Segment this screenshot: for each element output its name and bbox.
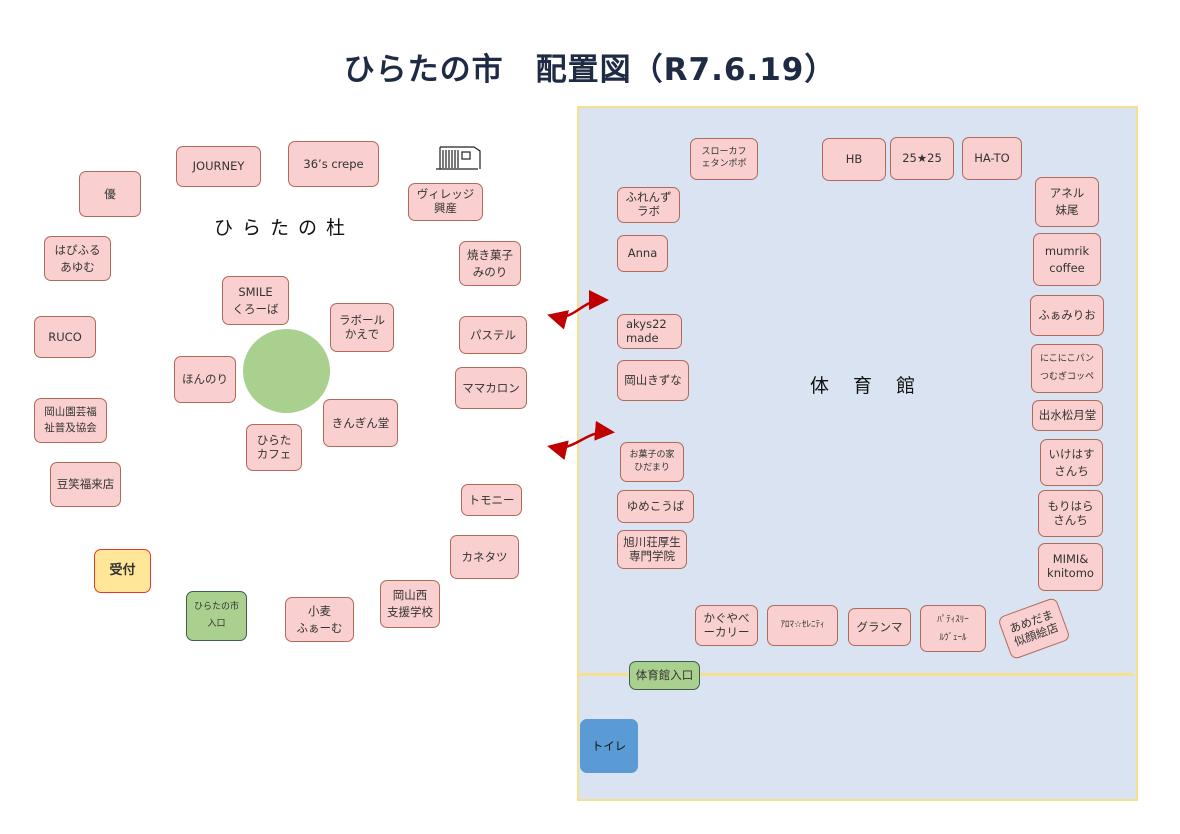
booth-okayama-engei: 岡山園芸福 祉普及協会 — [34, 398, 107, 443]
building-icon — [436, 146, 481, 170]
booth-yakigashi-minori: 焼き菓子 みのり — [459, 241, 521, 286]
booth-kanetatsu: カネタツ — [450, 535, 519, 579]
booth-yu: 優 — [79, 171, 141, 217]
booth-village-kosan: ヴィレッジ 興産 — [408, 183, 483, 221]
booth-kaguya-bakery: かぐやべ ーカリー — [695, 605, 758, 646]
booth-slow-cafe-tanpopo: スローカフ ェタンポポ — [690, 138, 758, 180]
booth-akys22-made: akys22 made — [617, 314, 682, 349]
booth-granma: グランマ — [848, 608, 911, 646]
booth-hb: HB — [822, 138, 886, 181]
booth-hirata-cafe: ひらた カフェ — [246, 424, 302, 471]
booth-yume-kouba: ゆめこうば — [617, 490, 694, 523]
booth-famirio: ふぁみりお — [1030, 295, 1104, 336]
gym-label: 体 育 館 — [810, 375, 925, 397]
booth-mamewarai: 豆笑福来店 — [50, 462, 121, 507]
booth-anna: Anna — [617, 235, 668, 272]
booth-asahigawaso: 旭川荘厚生 専門学院 — [617, 530, 687, 569]
market-entrance: ひらたの市 入口 — [186, 591, 247, 641]
booth-okashi-hidamari: お菓子の家 ひだまり — [620, 442, 684, 482]
booth-okayama-kizuna: 岡山きずな — [617, 360, 689, 401]
booth-happyful-ayumu: はぴふる あゆむ — [44, 236, 111, 281]
booth-25-25: 25★25 — [890, 137, 954, 180]
booth-komugi-farm: 小麦 ふぁーむ — [285, 597, 354, 642]
booth-nikoniko-pan: にこにこパン つむぎコッペ — [1031, 344, 1103, 393]
booth-friends-labo: ふれんず ラボ — [617, 187, 680, 223]
booth-honnori: ほんのり — [174, 356, 236, 403]
connection-arrow-upper — [547, 290, 609, 330]
booth-izumi-shogetsudo: 出水松月堂 — [1032, 400, 1103, 431]
booth-mimi-knitomo: MIMI& knitomo — [1038, 543, 1103, 591]
booth-kingindo: きんぎん堂 — [323, 399, 398, 447]
booth-ikehasu-sanchi: いけはす さんち — [1040, 439, 1103, 486]
booth-ruco: RUCO — [34, 316, 96, 358]
booth-okayama-nishi: 岡山西 支援学校 — [380, 580, 440, 628]
booth-tomoni: トモニー — [461, 484, 522, 516]
booth-smile-clover: SMILE くろーば — [222, 276, 289, 325]
forest-label: ひらたの杜 — [214, 217, 355, 239]
booth-pastel: パステル — [459, 316, 527, 354]
booth-morihara-sanchi: もりはら さんち — [1038, 490, 1103, 537]
green-circle — [243, 329, 330, 413]
reception: 受付 — [94, 549, 151, 593]
booth-aneru-seno: アネル 妹尾 — [1035, 177, 1099, 227]
booth-mumrik-coffee: mumrik coffee — [1033, 233, 1101, 286]
gym-divider-line — [579, 673, 1134, 676]
booth-patisserie-levere: ﾊﾟﾃｨｽﾘｰ ﾙｳﾞｪｰﾙ — [920, 605, 986, 652]
booth-journey: JOURNEY — [176, 146, 261, 187]
connection-arrow-lower — [547, 420, 615, 460]
gym-entrance: 体育館入口 — [629, 661, 700, 690]
toilet: トイレ — [580, 719, 638, 773]
booth-labor-kaede: ラボール かえで — [330, 303, 394, 352]
booth-36s-crepe: 36’s crepe — [288, 141, 379, 187]
booth-ha-to: HA-TO — [962, 137, 1022, 180]
booth-aroma-serenity: ｱﾛﾏ☆ｾﾚﾆﾃｨ — [767, 605, 838, 646]
page-title: ひらたの市 配置図（R7.6.19） — [343, 52, 837, 88]
booth-mamacaron: ママカロン — [455, 367, 527, 409]
